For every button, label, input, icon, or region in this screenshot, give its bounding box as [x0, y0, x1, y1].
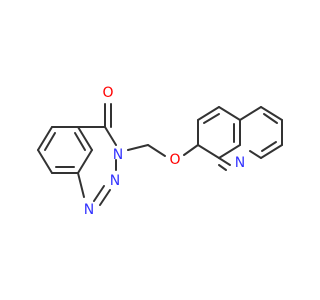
- bond: [127, 144, 149, 151]
- ether-oxygen-label: O: [169, 152, 180, 168]
- bond: [37, 126, 53, 151]
- bond: [218, 106, 241, 121]
- bond: [197, 106, 220, 121]
- bond: [77, 149, 93, 174]
- bond: [104, 126, 117, 146]
- bond: [77, 126, 93, 151]
- bond: [197, 144, 220, 159]
- bond: [203, 113, 220, 124]
- bond: [37, 149, 53, 174]
- atom-labels: O N N N O N: [84, 85, 245, 218]
- bond: [99, 189, 111, 206]
- quinoline-nitrogen-label: N: [235, 155, 245, 171]
- bond: [218, 157, 231, 166]
- bond: [263, 113, 278, 124]
- bond: [147, 144, 166, 157]
- bond: [260, 144, 283, 159]
- bond: [183, 144, 199, 156]
- triazinone-n3-label: N: [113, 147, 123, 163]
- bond-network: [37, 103, 283, 206]
- triazinone-n2-label: N: [110, 173, 120, 189]
- bond: [249, 150, 262, 159]
- bond: [239, 106, 262, 121]
- bond: [218, 144, 241, 159]
- carbonyl-oxygen-label: O: [102, 85, 113, 101]
- bond: [44, 132, 56, 151]
- triazinone-n1-label: N: [84, 202, 94, 218]
- bond: [218, 164, 227, 171]
- bond: [77, 172, 85, 198]
- bond: [260, 106, 283, 121]
- molecule-structure-diagram: O N N N O N: [0, 0, 300, 300]
- canvas-background: [0, 0, 300, 300]
- bond: [74, 132, 86, 151]
- bond: [93, 185, 105, 202]
- bond: [261, 141, 277, 152]
